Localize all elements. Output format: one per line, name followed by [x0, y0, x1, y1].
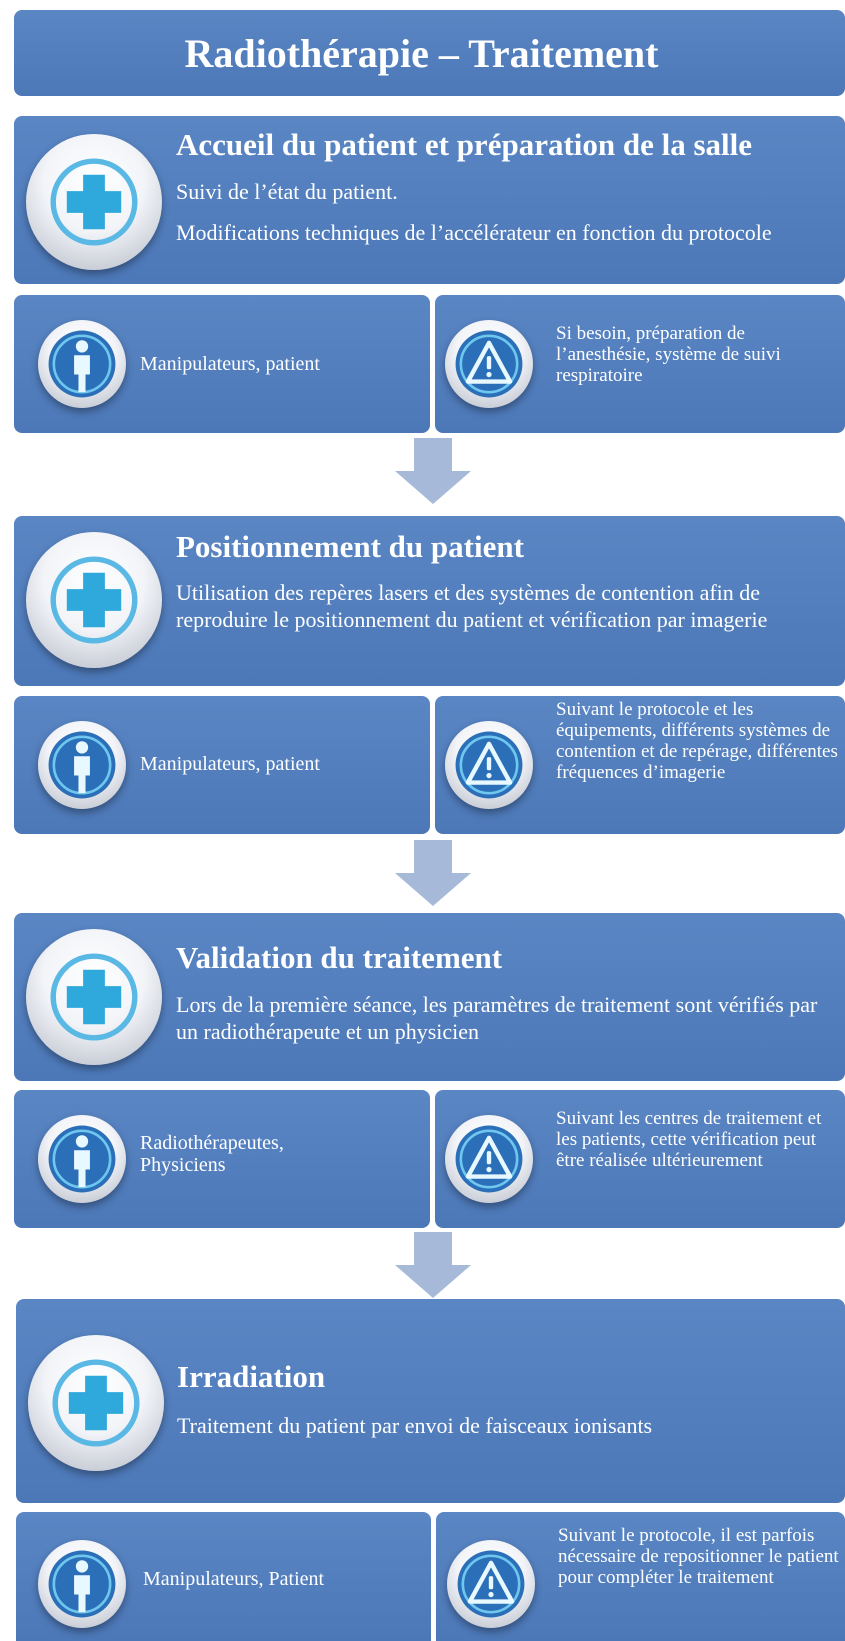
- warning-icon: [445, 320, 533, 408]
- actors-box: Manipulateurs, patient: [14, 295, 430, 433]
- step-description: Lors de la première séance, les paramètr…: [176, 992, 818, 1044]
- medical-cross-icon: [26, 134, 162, 270]
- note-text: Suivant les centres de traitement et les…: [556, 1108, 822, 1171]
- step-heading: Irradiation: [177, 1359, 326, 1394]
- step-irradiation: Irradiation Traitement du patient par en…: [16, 1299, 845, 1503]
- actors-text: Manipulateurs, Patient: [143, 1568, 325, 1590]
- step-description: Utilisation des repères lasers et des sy…: [176, 580, 768, 632]
- down-arrow-icon: [395, 1232, 471, 1298]
- title-bar: Radiothérapie – Traitement: [14, 10, 845, 96]
- step-heading: Positionnement du patient: [176, 529, 524, 564]
- warning-icon: [445, 1115, 533, 1203]
- note-box: Suivant les centres de traitement et les…: [435, 1090, 845, 1228]
- actors-text: Radiothérapeutes, Physiciens: [140, 1132, 284, 1176]
- medical-cross-icon: [26, 532, 162, 668]
- step-description: Suivi de l’état du patient.: [176, 179, 398, 204]
- note-box: Suivant le protocole, il est parfois néc…: [436, 1512, 845, 1641]
- step-heading: Validation du traitement: [176, 940, 503, 975]
- medical-cross-icon: [28, 1335, 164, 1471]
- medical-cross-icon: [26, 929, 162, 1065]
- step-heading: Accueil du patient et préparation de la …: [176, 127, 753, 162]
- down-arrow-icon: [395, 840, 471, 906]
- actors-box: Manipulateurs, patient: [14, 696, 430, 834]
- actors-text: Manipulateurs, patient: [140, 353, 320, 375]
- note-text: Si besoin, préparation de l’anesthésie, …: [556, 323, 781, 386]
- person-icon: [38, 1115, 126, 1203]
- person-icon: [38, 721, 126, 809]
- step-description: Modifications techniques de l’accélérate…: [176, 220, 772, 245]
- note-box: Suivant le protocole et les équipements,…: [435, 696, 845, 834]
- person-icon: [38, 320, 126, 408]
- step-accueil: Accueil du patient et préparation de la …: [14, 116, 845, 284]
- actors-text: Manipulateurs, patient: [140, 753, 320, 775]
- actors-box: Radiothérapeutes, Physiciens: [14, 1090, 430, 1228]
- step-description: Traitement du patient par envoi de faisc…: [177, 1413, 653, 1438]
- page-title: Radiothérapie – Traitement: [184, 30, 659, 76]
- down-arrow-icon: [395, 438, 471, 504]
- warning-icon: [447, 1540, 535, 1628]
- person-icon: [38, 1540, 126, 1628]
- note-text: Suivant le protocole, il est parfois néc…: [558, 1525, 839, 1588]
- actors-box: Manipulateurs, Patient: [16, 1512, 431, 1641]
- step-positionnement: Positionnement du patient Utilisation de…: [14, 516, 845, 686]
- warning-icon: [445, 721, 533, 809]
- note-box: Si besoin, préparation de l’anesthésie, …: [435, 295, 845, 433]
- note-text: Suivant le protocole et les équipements,…: [556, 699, 838, 783]
- step-validation: Validation du traitement Lors de la prem…: [14, 913, 845, 1081]
